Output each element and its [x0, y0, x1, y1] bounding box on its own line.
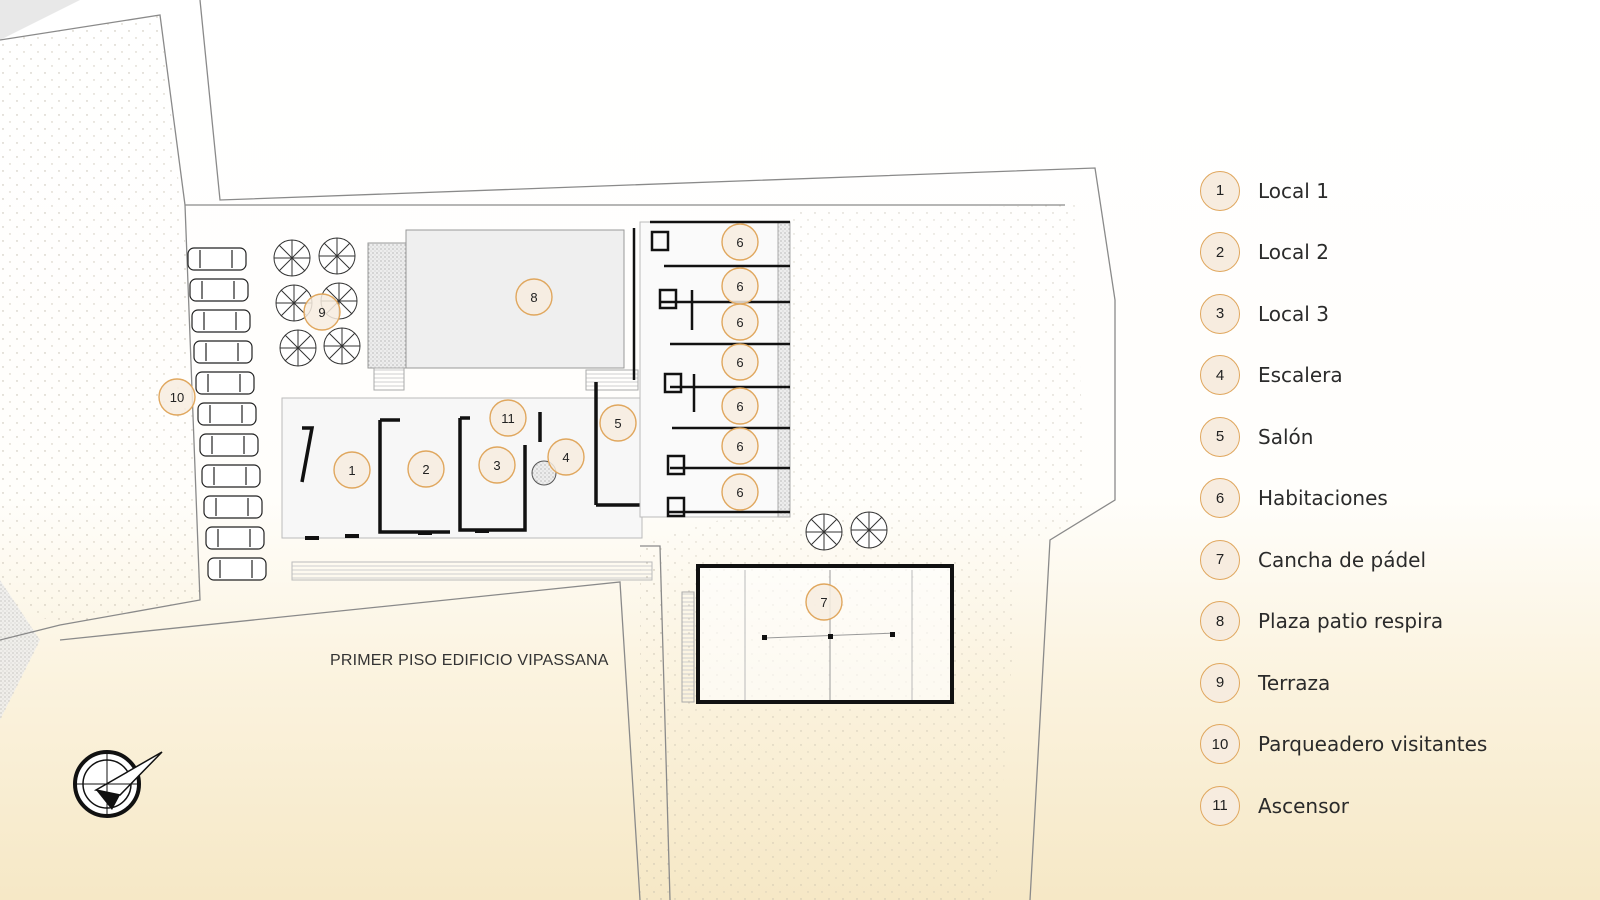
plan-marker-label: 5: [614, 416, 621, 431]
legend-item-3: 3 Local 3: [1200, 283, 1580, 345]
legend-item-5: 5 Salón: [1200, 406, 1580, 468]
legend-item-11: 11 Ascensor: [1200, 775, 1580, 837]
plan-marker-label: 6: [736, 355, 743, 370]
plan-marker-6: 6: [721, 303, 759, 341]
legend-badge: 7: [1200, 539, 1240, 580]
plan-marker-10: 10: [158, 378, 196, 416]
plan-marker-6: 6: [721, 387, 759, 425]
legend-label: Escalera: [1258, 363, 1343, 388]
legend-badge: 6: [1200, 478, 1240, 519]
legend-item-1: 1 Local 1: [1200, 160, 1580, 222]
plan-marker-label: 11: [501, 411, 515, 426]
legend-label: Salón: [1258, 424, 1314, 449]
plan-marker-5: 5: [599, 404, 637, 442]
rooms-block: [632, 220, 791, 518]
plan-marker-6: 6: [721, 343, 759, 381]
plan-marker-label: 7: [820, 595, 827, 610]
compass-north-arrow-icon: [73, 750, 163, 818]
legend-label: Cancha de pádel: [1258, 547, 1427, 572]
terrace-umbrellas: [273, 237, 888, 551]
legend-badge: 8: [1200, 601, 1240, 642]
legend-item-8: 8 Plaza patio respira: [1200, 591, 1580, 653]
legend-label: Local 1: [1258, 178, 1329, 203]
legend-label: Habitaciones: [1258, 486, 1388, 511]
legend-item-4: 4 Escalera: [1200, 345, 1580, 407]
legend-item-2: 2 Local 2: [1200, 222, 1580, 284]
plan-marker-9: 9: [303, 293, 341, 331]
legend-badge: 10: [1200, 724, 1240, 765]
plan-marker-6: 6: [721, 427, 759, 465]
plan-marker-1: 1: [333, 451, 371, 489]
legend-badge: 2: [1200, 232, 1240, 273]
legend-badge: 9: [1200, 662, 1240, 703]
legend-badge: 5: [1200, 416, 1240, 457]
plan-marker-label: 6: [736, 279, 743, 294]
visitor-parking: [187, 247, 267, 581]
legend-label: Local 3: [1258, 301, 1329, 326]
plan-marker-label: 6: [736, 315, 743, 330]
plan-marker-label: 6: [736, 439, 743, 454]
plan-marker-label: 9: [318, 305, 325, 320]
legend-item-7: 7 Cancha de pádel: [1200, 529, 1580, 591]
plaza-patio: [367, 229, 639, 391]
legend-badge: 4: [1200, 355, 1240, 396]
plan-marker-label: 6: [736, 485, 743, 500]
legend-label: Terraza: [1258, 670, 1331, 695]
legend-label: Parqueadero visitantes: [1258, 732, 1488, 757]
legend-item-6: 6 Habitaciones: [1200, 468, 1580, 530]
plan-marker-label: 1: [348, 463, 355, 478]
plan-marker-label: 6: [736, 399, 743, 414]
plan-marker-11: 11: [489, 399, 527, 437]
plan-marker-label: 6: [736, 235, 743, 250]
legend: 1 Local 1 2 Local 2 3 Local 3 4 Escalera 5 Sa…: [1200, 160, 1580, 837]
legend-badge: 11: [1200, 785, 1240, 826]
plan-marker-label: 10: [170, 390, 184, 405]
legend-item-10: 10 Parqueadero visitantes: [1200, 714, 1580, 776]
plan-marker-8: 8: [515, 278, 553, 316]
plan-marker-label: 8: [530, 290, 537, 305]
legend-label: Local 2: [1258, 240, 1329, 265]
plan-marker-label: 4: [562, 450, 569, 465]
legend-badge: 1: [1200, 170, 1240, 211]
legend-label: Plaza patio respira: [1258, 609, 1444, 634]
plan-marker-6: 6: [721, 223, 759, 261]
plan-marker-label: 3: [493, 458, 500, 473]
plan-marker-7: 7: [805, 583, 843, 621]
plan-marker-6: 6: [721, 473, 759, 511]
site-boundary: [0, 0, 1116, 900]
legend-item-9: 9 Terraza: [1200, 652, 1580, 714]
plan-markers: 1 2 3 4 5 6 6 6 6 6 6 6 7 8 9 10 11: [158, 223, 843, 621]
plan-marker-4: 4: [547, 438, 585, 476]
plan-marker-3: 3: [478, 446, 516, 484]
plan-marker-label: 2: [422, 462, 429, 477]
plan-marker-6: 6: [721, 267, 759, 305]
plan-title: PRIMER PISO EDIFICIO VIPASSANA: [330, 652, 609, 669]
legend-badge: 3: [1200, 293, 1240, 334]
plan-marker-2: 2: [407, 450, 445, 488]
legend-label: Ascensor: [1258, 793, 1349, 818]
